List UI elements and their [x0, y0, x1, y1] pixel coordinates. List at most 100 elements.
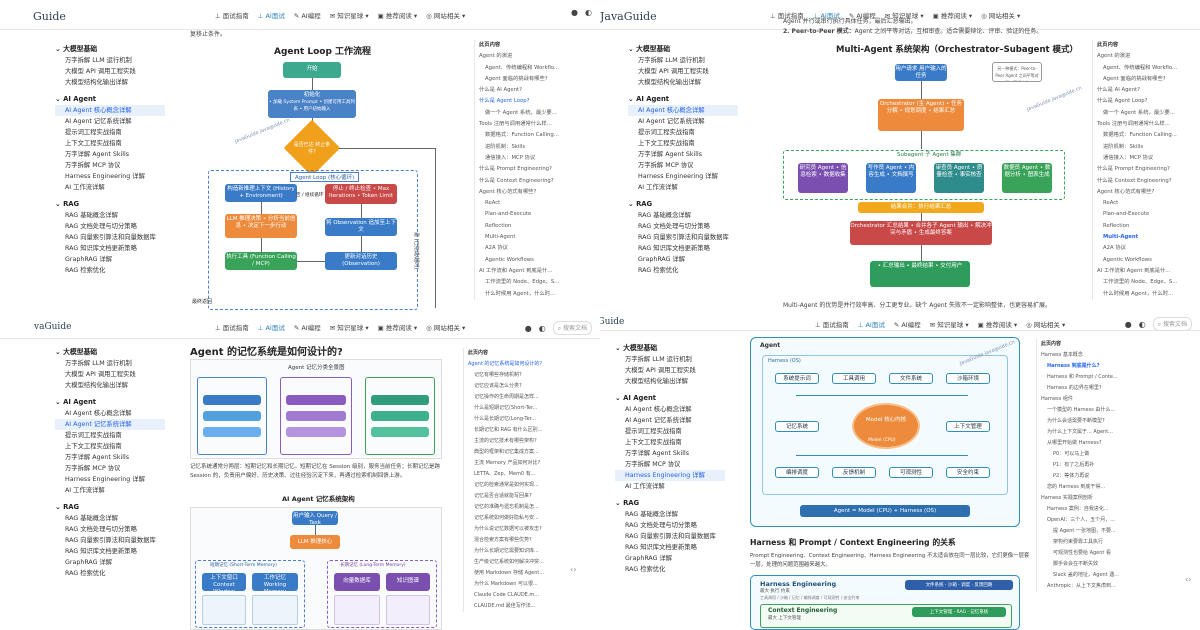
scroll-toggle-icon[interactable]: ‹›: [1185, 575, 1192, 584]
toc-item[interactable]: AI 工作流和 Agent 到底是什...: [479, 267, 553, 274]
sidebar-item[interactable]: RAG 检索优化: [625, 566, 666, 573]
toc-item[interactable]: 记忆应该是怎么分类?: [474, 383, 522, 389]
sidebar-item[interactable]: 大模型 API 调用工程实践: [625, 367, 696, 374]
sidebar-item[interactable]: 万字详解 Agent Skills: [65, 454, 130, 461]
toc-item[interactable]: P0：可以马上做: [1053, 451, 1090, 457]
sidebar-item[interactable]: AI 工作流详解: [638, 184, 678, 191]
toc-item[interactable]: 什么是短期记忆(Short-Ter...: [474, 405, 538, 411]
toc-item[interactable]: Harness 案例：自我进化...: [1047, 506, 1109, 512]
toc-item[interactable]: Agent 的演进: [1097, 53, 1131, 60]
toc-item[interactable]: 主流 Memory 产品如何对比?: [474, 460, 541, 466]
sidebar-item[interactable]: 提示词工程实战指南: [625, 428, 682, 435]
sidebar-item[interactable]: RAG 向量索引算法和向量数据库: [638, 234, 729, 241]
toc-item[interactable]: 为什么 Markdown 可以很...: [474, 581, 538, 587]
sidebar-item[interactable]: AI Agent 记忆系统详解: [625, 417, 692, 424]
toc-item[interactable]: AI 工作流和 Agent 到底是什...: [1097, 267, 1171, 274]
sidebar-item[interactable]: Harness Engineering 详解: [65, 476, 145, 483]
nav-kb[interactable]: ✉ 知识星球 ▾: [929, 321, 969, 329]
toc-item[interactable]: 记忆有哪些存储机制?: [474, 372, 522, 378]
sidebar-item[interactable]: RAG 向量索引算法和向量数据库: [65, 537, 156, 544]
toc-item[interactable]: 通信接入：MCP 协议: [485, 154, 536, 161]
sidebar-section-rag[interactable]: ⌄ RAG: [628, 200, 653, 208]
toc-item[interactable]: 什么是 Agent Loop?: [1097, 98, 1148, 105]
sidebar-item[interactable]: GraphRAG 详解: [638, 256, 686, 263]
toc-item[interactable]: 什么是 Prompt Engineering?: [479, 166, 552, 173]
sidebar-item[interactable]: GraphRAG 详解: [65, 256, 113, 263]
toc-item[interactable]: Agent 面临的挑战有哪些?: [485, 75, 548, 82]
sidebar-item[interactable]: RAG 检索优化: [65, 570, 106, 577]
nav-interview[interactable]: ⊥ 面试指南: [215, 12, 249, 20]
toc-item[interactable]: Harness 组件: [1041, 396, 1073, 402]
toc-item[interactable]: 长期记忆和 RAG 有什么区别...: [474, 427, 543, 433]
sidebar-item[interactable]: 万字拆解 MCP 协议: [625, 461, 681, 468]
toc-item-active[interactable]: Harness 到底是什么?: [1047, 363, 1100, 369]
sidebar-item[interactable]: 万字拆解 LLM 运行机制: [625, 356, 692, 363]
sidebar-item[interactable]: RAG 文档处理与切分策略: [65, 526, 137, 533]
toc-item[interactable]: 记忆是否合适就能写回来?: [474, 493, 532, 499]
sidebar-item[interactable]: 上下文工程实战指南: [65, 140, 122, 147]
sidebar-section-rag[interactable]: ⌄ RAG: [55, 503, 80, 511]
nav-kb[interactable]: ✉ 知识星球 ▾: [884, 12, 924, 20]
toc-item[interactable]: 一个模型的 Harness 由什么...: [1047, 407, 1116, 413]
sidebar-item-active[interactable]: AI Agent 记忆系统详解: [55, 419, 165, 430]
toc-item[interactable]: 混合检索方案有哪些优势?: [474, 537, 532, 543]
sidebar-item[interactable]: 大模型结构化输出详解: [638, 79, 701, 86]
nav-kb[interactable]: ✉ 知识星球 ▾: [329, 324, 369, 332]
toc-item[interactable]: 记忆系统如何做好隐私与安...: [474, 515, 539, 521]
sidebar-item[interactable]: Harness Engineering 详解: [65, 173, 145, 180]
nav-ai-interview[interactable]: ⊥ AI面试: [812, 12, 840, 20]
sidebar-item[interactable]: 提示词工程实战指南: [638, 129, 695, 136]
toc-item[interactable]: Reflection: [1103, 222, 1130, 229]
toc-item[interactable]: Claude Code CLAUDE.m...: [474, 592, 540, 598]
sidebar-item[interactable]: Harness Engineering 详解: [638, 173, 718, 180]
toc-item[interactable]: Slack 盖的地址，Agent 遇...: [1053, 572, 1120, 578]
toc-item[interactable]: 数据格式：Function Calling...: [1103, 132, 1177, 139]
toc-item[interactable]: 什么是 AI Agent?: [1097, 87, 1140, 94]
toc-item[interactable]: 架构约束要靠工具执行: [1053, 539, 1104, 545]
sidebar-item[interactable]: 万字拆解 MCP 协议: [65, 465, 121, 472]
toc-item[interactable]: Anthropic：从上下文焦虑到...: [1047, 583, 1116, 589]
toc-item[interactable]: 什么是 Prompt Engineering?: [1097, 166, 1170, 173]
sidebar-item[interactable]: AI Agent 记忆系统详解: [65, 118, 132, 125]
sidebar-section-agent[interactable]: ⌄ AI Agent: [55, 95, 97, 103]
toc-item[interactable]: OpenAI：三个人，五个月，...: [1047, 517, 1116, 523]
nav-site[interactable]: ◎ 网站相关 ▾: [1026, 321, 1066, 329]
sidebar-item[interactable]: RAG 检索优化: [65, 267, 106, 274]
toc-item[interactable]: Multi-Agent: [485, 234, 516, 241]
theme-toggle-icon[interactable]: ◐: [585, 8, 592, 17]
toc-item[interactable]: 可观测性也要给 Agent 看: [1053, 550, 1111, 556]
toc-item[interactable]: 工作流里的 Node、Edge、S...: [485, 279, 560, 286]
sidebar-item[interactable]: 万字拆解 LLM 运行机制: [65, 57, 132, 64]
sidebar-item[interactable]: RAG 基础概念详解: [638, 212, 691, 219]
sidebar-item[interactable]: 大模型结构化输出详解: [65, 79, 128, 86]
toc-item[interactable]: LETTA、Zep、Mem0 有...: [474, 471, 536, 477]
sidebar-item[interactable]: RAG 知识库文档更新策略: [638, 245, 710, 252]
theme-toggle-icon[interactable]: ◐: [1138, 319, 1146, 329]
sidebar-item[interactable]: 万字详解 Agent Skills: [625, 450, 690, 457]
sidebar-item[interactable]: RAG 基础概念详解: [625, 511, 678, 518]
toc-item[interactable]: Agentic Workflows: [485, 256, 534, 263]
toc-item[interactable]: 脚手会会在不断失效: [1053, 561, 1099, 567]
toc-item[interactable]: 什么时候用 Agent，什么时...: [1103, 290, 1174, 297]
toc-item[interactable]: ReAct: [485, 200, 501, 207]
toc-item[interactable]: 从哪里开始做 Harness?: [1047, 440, 1102, 446]
sidebar-item[interactable]: 上下文工程实战指南: [625, 439, 682, 446]
toc-item[interactable]: Agent、传统编程和 Workflo...: [485, 64, 560, 71]
nav-interview[interactable]: ⊥ 面试指南: [770, 12, 804, 20]
sidebar-item[interactable]: 万字拆解 MCP 协议: [65, 162, 121, 169]
toc-item[interactable]: P2：等体力再说: [1053, 473, 1090, 479]
toc-item[interactable]: 进阶机制：Skills: [1103, 143, 1144, 150]
nav-site[interactable]: ◎ 网站相关 ▾: [426, 324, 466, 332]
toc-item[interactable]: Agent 核心范式有哪些?: [1097, 188, 1155, 195]
toc-item[interactable]: P1：有了之后再补: [1053, 462, 1095, 468]
sidebar-section-llm[interactable]: ⌄ 大模型基础: [628, 45, 671, 53]
search-input[interactable]: ⌕ 搜索文档: [1152, 317, 1192, 331]
sidebar-item[interactable]: 上下文工程实战指南: [65, 443, 122, 450]
sidebar-item[interactable]: 大模型 API 调用工程实践: [65, 371, 136, 378]
toc-item[interactable]: 生产级记忆系统如何解决冲突...: [474, 559, 544, 565]
sidebar-item[interactable]: 提示词工程实战指南: [65, 129, 122, 136]
sidebar-item[interactable]: GraphRAG 详解: [625, 555, 673, 562]
sidebar-section-agent[interactable]: ⌄ AI Agent: [55, 398, 97, 406]
github-icon[interactable]: ●: [524, 323, 532, 333]
github-icon[interactable]: ●: [1124, 319, 1132, 329]
